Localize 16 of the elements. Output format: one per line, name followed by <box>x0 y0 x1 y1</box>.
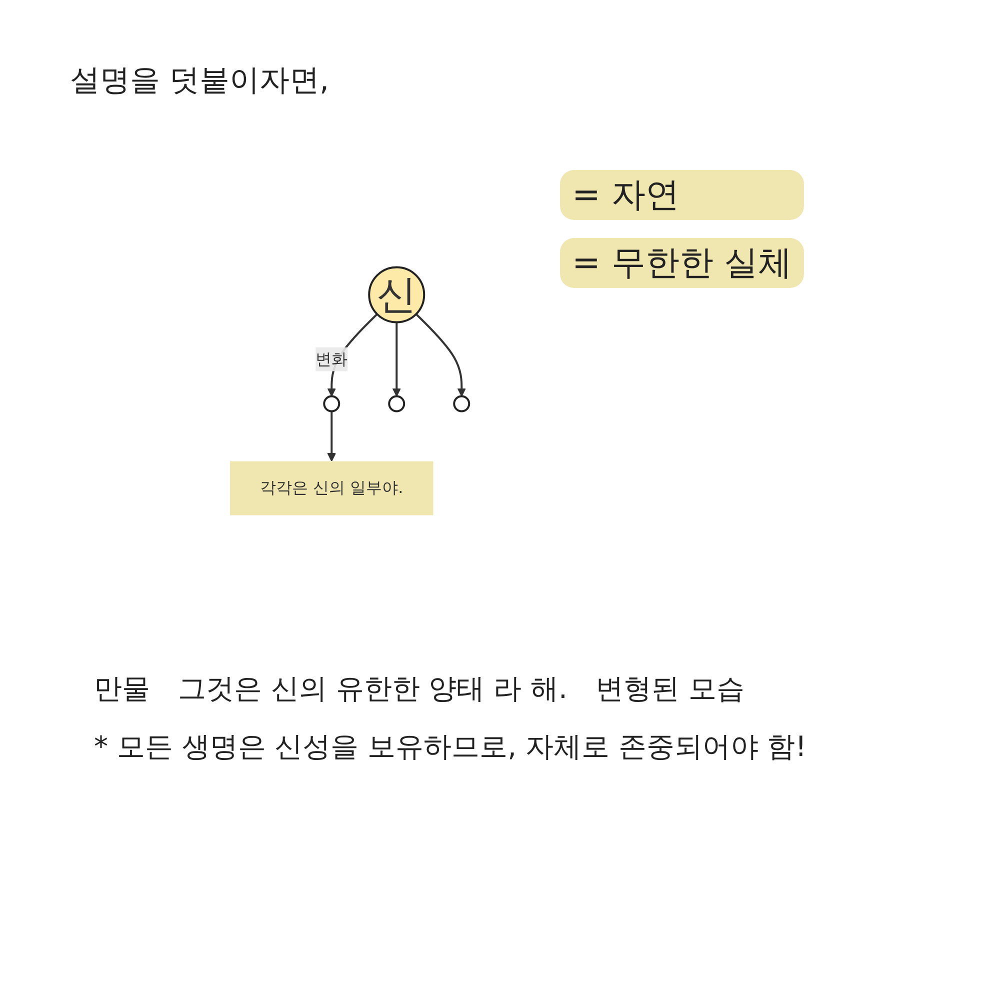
node-circle <box>388 395 406 412</box>
note-text: 그것은 신의 유한한 양태 라 해. <box>178 671 568 707</box>
arrow <box>392 322 402 397</box>
edge-label: 변화 <box>316 349 348 368</box>
node-circle <box>454 395 471 412</box>
arrow <box>328 411 336 462</box>
node-circle: 신 <box>368 266 426 324</box>
node-box: 각각은 신의 일부야. <box>230 461 434 516</box>
equation-note: = 자연 <box>560 170 804 220</box>
arrow <box>416 313 466 397</box>
node-circle <box>324 395 341 412</box>
note-text: 변형된 모습 <box>595 671 744 707</box>
title-text: 설명을 덧붙이자면, <box>70 62 330 100</box>
note-text: 만물 <box>94 671 150 707</box>
equation-note: = 무한한 실체 <box>560 238 804 288</box>
note-text: * 모든 생명은 신성을 보유하므로, 자체로 존중되어야 함! <box>94 729 806 765</box>
